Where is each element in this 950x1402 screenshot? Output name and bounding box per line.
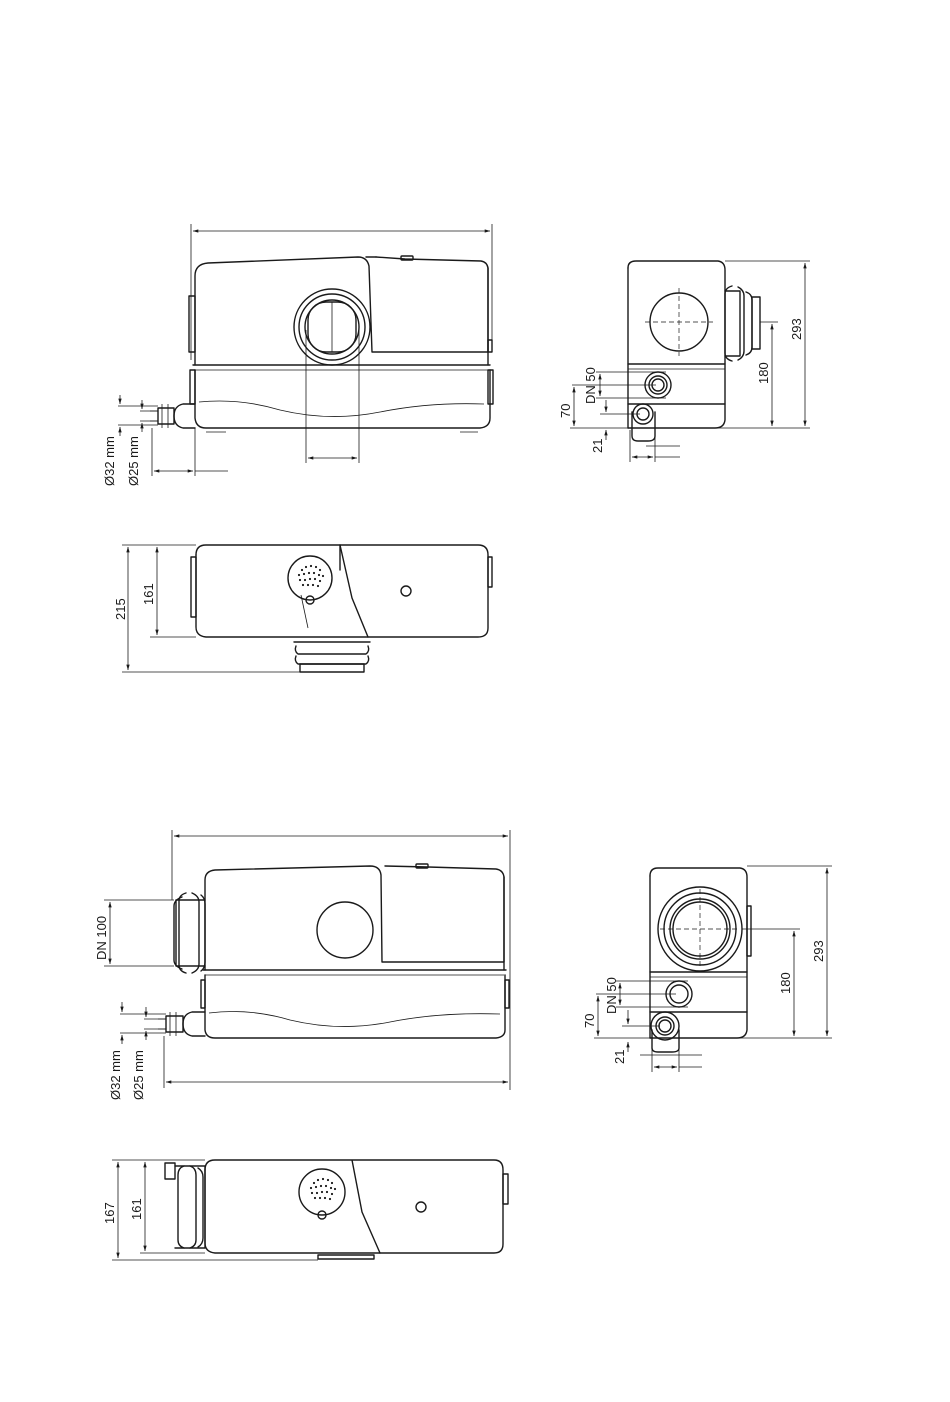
d1-h293-label: 293 bbox=[789, 318, 804, 340]
d2-front-view: DN 100 Ø32 mm Ø25 mm bbox=[94, 830, 510, 1100]
d2-vent-dots bbox=[310, 1178, 336, 1200]
d1-side-view: DN 50 70 21 180 293 bbox=[558, 261, 810, 462]
d2-h180-label: 180 bbox=[778, 972, 793, 994]
d2-h70-label: 70 bbox=[582, 1014, 597, 1028]
d2-h293-label: 293 bbox=[811, 940, 826, 962]
d1-h180-label: 180 bbox=[756, 362, 771, 384]
d1-h161-label: 161 bbox=[141, 583, 156, 605]
d2-h167-label: 167 bbox=[102, 1202, 117, 1224]
d1-front-view: Ø32 mm Ø25 mm bbox=[102, 224, 493, 486]
d2-h21-label: 21 bbox=[612, 1050, 627, 1064]
d1-vent-dots bbox=[298, 565, 324, 587]
d2-h161-label: 161 bbox=[129, 1198, 144, 1220]
d1-dia25-label: Ø25 mm bbox=[126, 436, 141, 486]
d1-h215-label: 215 bbox=[113, 598, 128, 620]
d2-dia32-label: Ø32 mm bbox=[108, 1050, 123, 1100]
d1-h21-label: 21 bbox=[590, 439, 605, 453]
d2-top-view: 167 161 bbox=[102, 1160, 508, 1260]
d2-side-view: DN 50 70 21 180 293 bbox=[582, 866, 832, 1072]
d1-top-view: 215 161 bbox=[113, 545, 492, 672]
d2-dn100-label: DN 100 bbox=[94, 916, 109, 960]
d1-h70-label: 70 bbox=[558, 404, 573, 418]
d1-dia32-label: Ø32 mm bbox=[102, 436, 117, 486]
d2-dn50-label: DN 50 bbox=[604, 977, 619, 1014]
d1-dn50-label: DN 50 bbox=[583, 367, 598, 404]
d2-dia25-label: Ø25 mm bbox=[131, 1050, 146, 1100]
